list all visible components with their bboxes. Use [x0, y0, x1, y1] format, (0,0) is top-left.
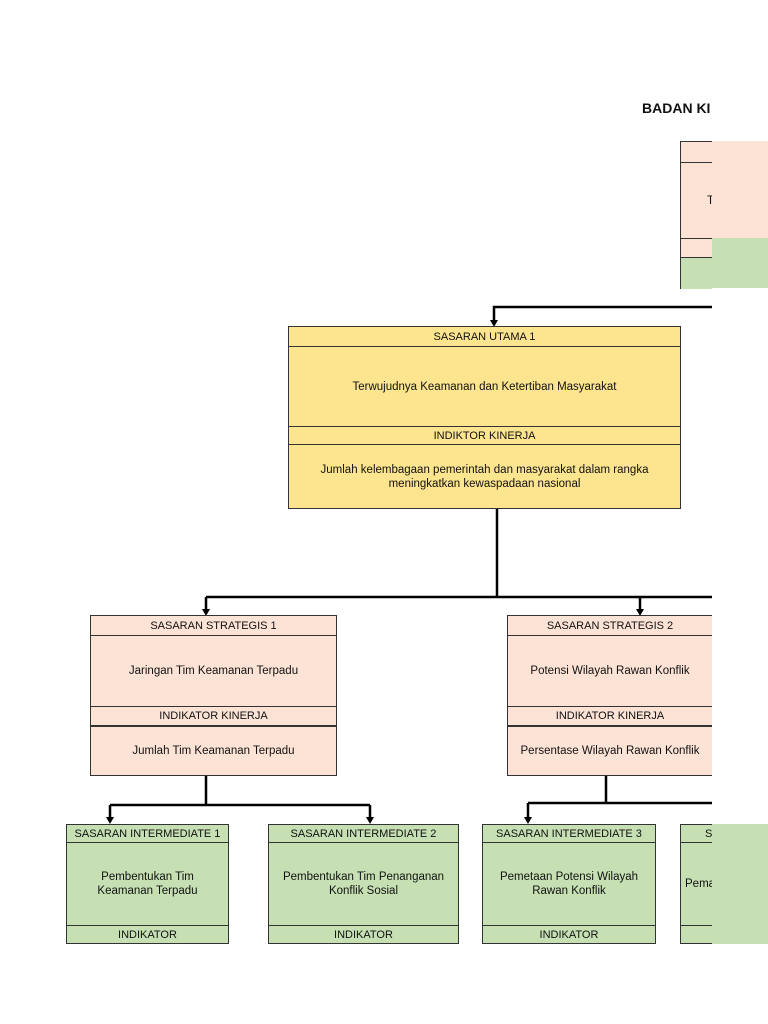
- strategis-2-ind-header: INDIKATOR KINERJA: [508, 706, 712, 726]
- sasaran-strategis-2-box: SASARAN STRATEGIS 2 Potensi Wilayah Rawa…: [507, 615, 712, 776]
- arrow-strategis-1: [202, 609, 210, 616]
- top-box-letter: T: [707, 194, 712, 207]
- intermediate-4-partial-box: S Pema: [680, 824, 712, 944]
- intermediate-2-text: Pembentukan Tim Penanganan Konflik Sosia…: [269, 843, 458, 925]
- arrow-i1: [106, 817, 114, 824]
- strategis-2-header: SASARAN STRATEGIS 2: [508, 616, 712, 636]
- top-partial-box: T: [680, 141, 712, 289]
- intermediate-3-header: SASARAN INTERMEDIATE 3: [483, 825, 655, 843]
- sasaran-strategis-1-box: SASARAN STRATEGIS 1 Jaringan Tim Keamana…: [90, 615, 337, 776]
- sasaran-utama-box: SASARAN UTAMA 1 Terwujudnya Keamanan dan…: [288, 326, 681, 509]
- sasaran-utama-text: Terwujudnya Keamanan dan Ketertiban Masy…: [289, 347, 680, 426]
- strategis-2-text: Potensi Wilayah Rawan Konflik: [508, 636, 712, 706]
- intermediate-1-header: SASARAN INTERMEDIATE 1: [67, 825, 228, 843]
- diagram-canvas: BADAN KI T: [66, 100, 712, 944]
- strategis-1-ind-header: INDIKATOR KINERJA: [91, 706, 336, 726]
- sasaran-utama-header: SASARAN UTAMA 1: [289, 327, 680, 347]
- intermediate-4-ind: [681, 925, 712, 943]
- diagram-title: BADAN KI: [642, 100, 711, 116]
- connector-top: [492, 305, 712, 322]
- top-box-ind-text: [681, 258, 712, 289]
- strategis-1-ind-text: Jumlah Tim Keamanan Terpadu: [91, 726, 336, 775]
- intermediate-1-text: Pembentukan Tim Keamanan Terpadu: [67, 843, 228, 925]
- sasaran-utama-ind-header: INDIKTOR KINERJA: [289, 426, 680, 445]
- arrow-strategis-2: [636, 609, 644, 616]
- top-box-header: [681, 142, 712, 163]
- intermediate-3-ind: INDIKATOR: [483, 925, 655, 943]
- intermediate-4-text-partial: Pema: [685, 878, 712, 890]
- right-green-overflow-top: [712, 238, 768, 288]
- top-box-text: T: [681, 163, 712, 238]
- connector-lines: [106, 305, 712, 824]
- intermediate-3-box: SASARAN INTERMEDIATE 3 Pemetaan Potensi …: [482, 824, 656, 944]
- strategis-2-ind-text: Persentase Wilayah Rawan Konflik: [508, 726, 712, 775]
- strategis-1-header: SASARAN STRATEGIS 1: [91, 616, 336, 636]
- intermediate-1-box: SASARAN INTERMEDIATE 1 Pembentukan Tim K…: [66, 824, 229, 944]
- strategis-1-text: Jaringan Tim Keamanan Terpadu: [91, 636, 336, 706]
- intermediate-4-header: S: [681, 825, 712, 843]
- arrow-i2: [366, 817, 374, 824]
- right-peach-overflow-top: [712, 141, 768, 238]
- top-box-ind-header: [681, 238, 712, 258]
- intermediate-2-header: SASARAN INTERMEDIATE 2: [269, 825, 458, 843]
- arrow-top: [490, 320, 498, 327]
- right-green-overflow-bottom: [712, 824, 768, 944]
- intermediate-3-text: Pemetaan Potensi Wilayah Rawan Konflik: [483, 843, 655, 925]
- sasaran-utama-ind-text: Jumlah kelembagaan pemerintah dan masyar…: [289, 445, 680, 508]
- intermediate-4-header-text: S: [705, 827, 712, 840]
- intermediate-2-box: SASARAN INTERMEDIATE 2 Pembentukan Tim P…: [268, 824, 459, 944]
- intermediate-1-ind: INDIKATOR: [67, 925, 228, 943]
- intermediate-2-ind: INDIKATOR: [269, 925, 458, 943]
- arrow-i3: [524, 817, 532, 824]
- intermediate-4-text: Pema: [681, 843, 712, 925]
